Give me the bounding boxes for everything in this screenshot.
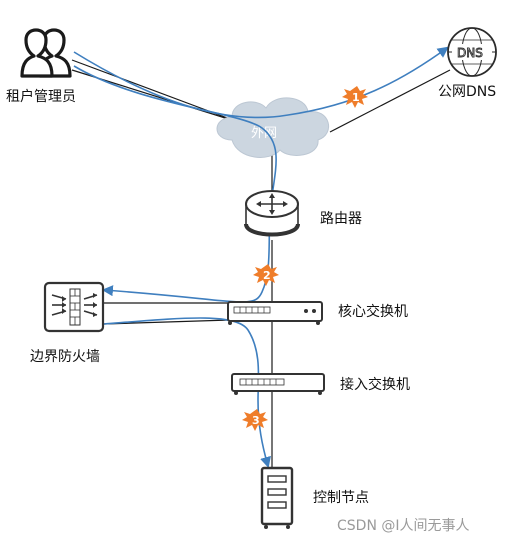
router-label: 路由器 (320, 211, 362, 227)
step-3-number: 3 (252, 414, 260, 427)
flow-to-dns (73, 46, 449, 119)
flow-tenant-to-router (73, 65, 277, 211)
flow-firewall-to-control (103, 317, 271, 469)
dns-icon-text: DNS (457, 46, 483, 60)
core-switch-icon (227, 301, 323, 325)
flow-router-to-firewall (101, 209, 271, 303)
control-node-icon (260, 466, 294, 529)
step-2-number: 2 (263, 269, 271, 282)
router-icon (244, 190, 300, 237)
public-dns-label: 公网DNS (438, 84, 496, 100)
internet-cloud: 外网 (216, 97, 329, 158)
core-switch-label: 核心交换机 (338, 303, 408, 320)
firewall-label: 边界防火墙 (30, 349, 100, 365)
access-switch-label: 接入交换机 (340, 376, 410, 393)
dns-globe-icon: DNS (447, 27, 497, 77)
access-switch-icon (231, 373, 325, 395)
tenant-admin-icon (20, 28, 72, 78)
flow-paths (73, 46, 449, 469)
step-1-number: 1 (352, 91, 360, 104)
control-node-label: 控制节点 (313, 490, 369, 506)
tenant-admin-label: 租户管理员 (6, 88, 76, 105)
step-badge-3: 3 (242, 409, 268, 431)
step-badge-1: 1 (342, 86, 368, 108)
firewall-icon (43, 281, 105, 333)
internet-label: 外网 (251, 126, 277, 141)
watermark: CSDN @I人间无事人 (337, 518, 470, 534)
step-badge-2: 2 (253, 264, 279, 286)
